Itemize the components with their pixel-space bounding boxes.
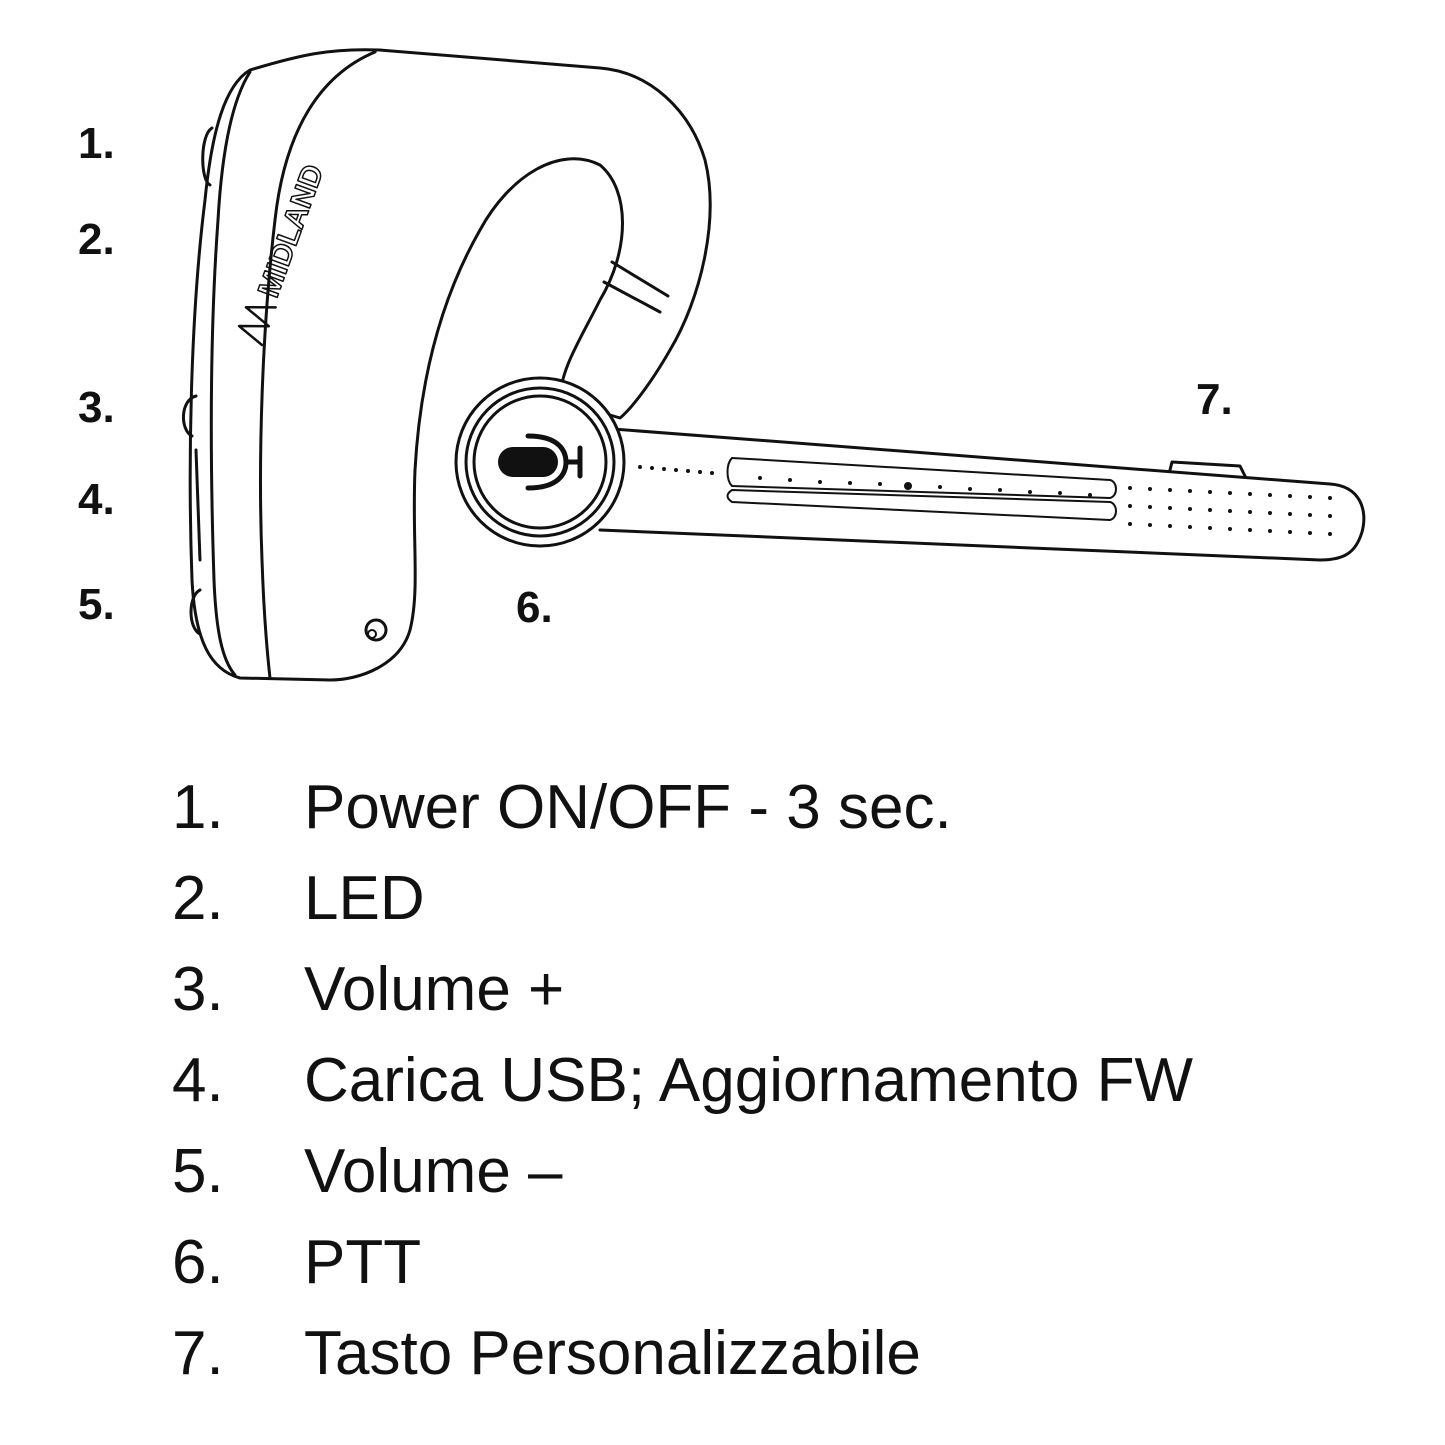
hook-band [610, 260, 670, 298]
legend-label: PTT [304, 1228, 422, 1297]
legend-item: 4. Carica USB; Aggiornamento FW [172, 1035, 1372, 1126]
legend-number: 5. [172, 1137, 224, 1206]
legend-item: 6. PTT [172, 1217, 1372, 1308]
legend-number: 4. [172, 1046, 224, 1115]
legend-number: 3. [172, 955, 224, 1024]
led-indicator [364, 618, 388, 642]
legend-label: Volume – [304, 1137, 563, 1206]
legend-item: 5. Volume – [172, 1126, 1372, 1217]
hook-band-lower [602, 280, 662, 314]
legend-number: 1. [172, 773, 224, 842]
legend-number: 2. [172, 864, 224, 933]
callout-1: 1. [78, 119, 115, 168]
callout-2: 2. [78, 215, 115, 264]
legend-label: Tasto Personalizzabile [304, 1319, 921, 1388]
volume-down-button[interactable] [189, 588, 202, 636]
headset-illustration: MIDLAND [182, 48, 1366, 682]
legend-label: Power ON/OFF - 3 sec. [304, 773, 952, 842]
callout-4: 4. [78, 475, 115, 524]
headset-body [188, 48, 712, 682]
callout-7: 7. [1196, 375, 1233, 424]
legend-label: Carica USB; Aggiornamento FW [304, 1046, 1194, 1115]
volume-up-button[interactable] [182, 394, 198, 438]
callout-5: 5. [78, 580, 115, 629]
legend-item: 3. Volume + [172, 944, 1372, 1035]
svg-text:MIDLAND: MIDLAND [252, 160, 330, 301]
legend-label: LED [304, 864, 425, 933]
body-side-edge [209, 70, 252, 677]
usb-port [194, 448, 202, 562]
legend-number: 6. [172, 1228, 224, 1297]
legend-item: 7. Tasto Personalizzabile [172, 1308, 1372, 1399]
legend-item: 1. Power ON/OFF - 3 sec. [172, 762, 1372, 853]
brand-logo: MIDLAND [237, 160, 331, 347]
callout-3: 3. [78, 383, 115, 432]
grille-dots [638, 465, 1332, 536]
power-button[interactable] [201, 126, 214, 187]
legend-number: 7. [172, 1319, 224, 1388]
callout-6: 6. [516, 583, 553, 632]
legend-item: 2. LED [172, 853, 1372, 944]
body-front-edge [259, 50, 377, 680]
microphone-icon [498, 433, 583, 491]
custom-button[interactable] [1168, 460, 1247, 478]
legend-label: Volume + [304, 955, 565, 1024]
legend-list: 1. Power ON/OFF - 3 sec. 2. LED 3. Volum… [172, 762, 1372, 1399]
boom-arm [598, 426, 1366, 562]
